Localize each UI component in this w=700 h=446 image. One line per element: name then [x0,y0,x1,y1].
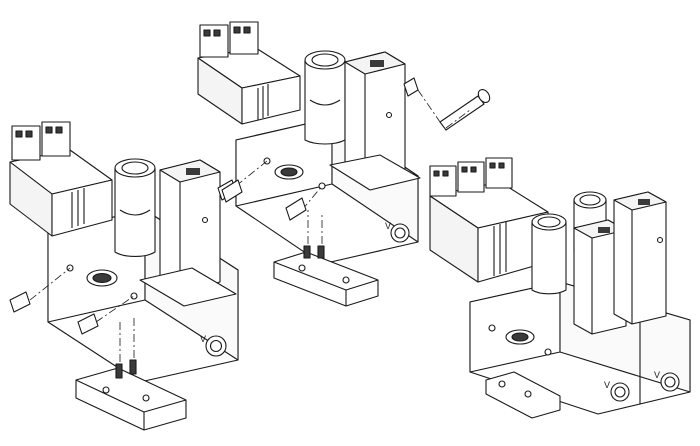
middle-port-label: V [385,221,391,231]
right-port-label-2: V [654,370,660,380]
middle-gauge-port [304,50,346,145]
right-solenoid-pilot [429,157,549,283]
middle-plug [403,77,419,97]
left-gauge-port [114,158,156,258]
left-port-label: V [200,334,206,344]
left-solenoid-pilot [9,121,113,237]
right-manifold-assembly: V V [429,157,691,419]
middle-screw-set [221,179,307,221]
middle-long-bolt [439,89,491,131]
right-pressure-switches [573,191,667,335]
middle-valve-assembly: V [197,21,491,307]
right-port-label-1: V [604,380,610,390]
right-mounting-bracket [485,371,561,419]
middle-pressure-switch [329,51,421,191]
middle-solenoid-pilot [197,21,301,125]
left-mounting-bracket [75,359,187,431]
left-pressure-switch [139,159,237,307]
left-valve-assembly: V [9,121,239,431]
middle-mounting-bracket [273,245,379,307]
explosion-center-lines [29,89,471,362]
